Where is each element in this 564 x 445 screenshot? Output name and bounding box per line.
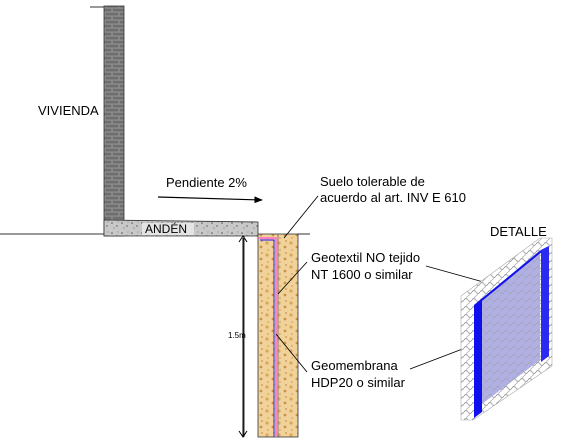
dimension-tick-bottom — [238, 430, 248, 438]
detail-geomembrane-face — [474, 250, 540, 410]
leader-suelo — [283, 195, 319, 239]
label-detalle: DETALLE — [490, 224, 547, 239]
label-dimension: 1.5m — [228, 331, 246, 340]
label-geomembrana-line1: Geomembrana — [311, 358, 398, 373]
geomembrane-line — [260, 239, 275, 437]
label-geotextil-line1: Geotextil NO tejido — [311, 250, 420, 265]
geotextile-line — [258, 237, 277, 437]
detail-geomembrane-strip — [474, 246, 549, 418]
label-vivienda: VIVIENDA — [38, 103, 99, 118]
label-pendiente: Pendiente 2% — [166, 175, 247, 190]
label-anden: ANDÉN — [145, 221, 187, 236]
leader-geotextil — [277, 261, 308, 295]
label-geomembrana-line2: HDP20 o similar — [311, 375, 406, 390]
leader-geomembrana — [275, 333, 308, 373]
label-geotextil-line2: NT 1600 o similar — [311, 267, 413, 282]
label-suelo-line2: acuerdo al art. INV E 610 — [320, 190, 466, 205]
brick-wall — [103, 5, 125, 237]
dimension-tick-top — [238, 235, 248, 243]
leader-geotextil-detail — [425, 265, 488, 284]
anden-label-bg — [142, 223, 194, 235]
label-suelo-line1: Suelo tolerable de — [320, 174, 425, 189]
slope-arrow — [157, 196, 263, 204]
detail-geomembrane-edge — [541, 246, 549, 362]
